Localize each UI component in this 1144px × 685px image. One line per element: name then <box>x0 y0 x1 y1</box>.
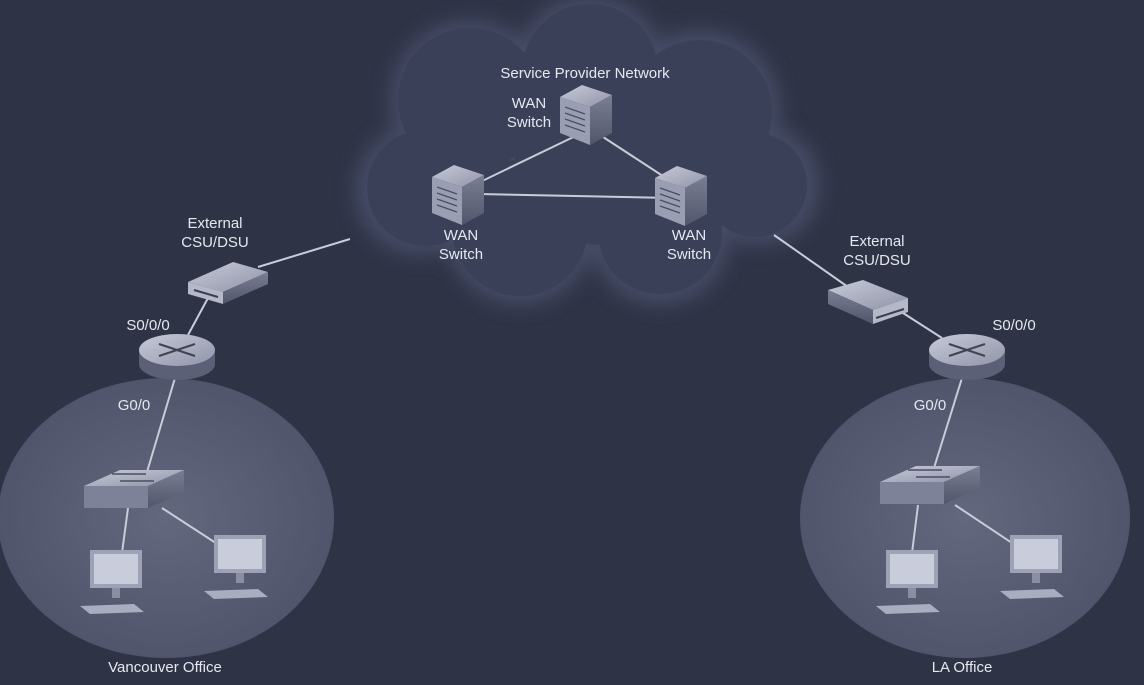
wan-switch-right-line1: WAN <box>671 227 707 244</box>
link-la-switch-pc1 <box>911 504 919 554</box>
la-serial-interface: S0/0/0 <box>992 317 1036 334</box>
link-vancouver-switch-pc1 <box>121 507 129 554</box>
la-pc1-icon <box>876 550 940 614</box>
vancouver-pc2-icon <box>204 535 268 599</box>
wan-switch-left-icon <box>432 165 484 225</box>
la-office-label: LA Office <box>931 659 993 676</box>
link-vancouver-router-switch <box>146 377 176 473</box>
wan-switch-left-line1: WAN <box>443 227 479 244</box>
vancouver-router-icon <box>139 334 215 380</box>
la-csu-line2: CSU/DSU <box>843 252 911 269</box>
wan-switch-right-label: WAN Switch <box>656 226 722 264</box>
link-la-csu-cloud <box>773 234 859 295</box>
wan-switch-right-icon <box>655 166 707 226</box>
la-gig-interface: G0/0 <box>913 397 947 414</box>
vancouver-office-label: Vancouver Office <box>108 659 222 676</box>
link-la-csu-router <box>902 312 943 339</box>
la-lan-area <box>800 378 1130 658</box>
vancouver-gig-interface: G0/0 <box>117 397 151 414</box>
la-csu-line1: External <box>849 233 905 250</box>
link-vancouver-switch-pc2 <box>161 507 223 548</box>
la-csu-dsu-icon <box>828 280 908 324</box>
wan-switch-top-line1: WAN <box>511 95 547 112</box>
wan-switch-left-label: WAN Switch <box>428 226 494 264</box>
link-wan-left-right <box>477 193 673 199</box>
link-vancouver-csu-router <box>187 297 209 336</box>
wan-switch-top-icon <box>560 85 612 145</box>
vancouver-csu-line2: CSU/DSU <box>181 234 249 251</box>
la-lan-switch-icon <box>880 466 980 504</box>
wan-switch-left-line2: Switch <box>438 246 484 263</box>
link-la-switch-pc2 <box>954 504 1019 548</box>
link-vancouver-csu-cloud <box>257 238 351 268</box>
link-wan-top-left <box>477 129 589 184</box>
vancouver-pc1-icon <box>80 550 144 614</box>
vancouver-csu-label: External CSU/DSU <box>170 214 260 252</box>
la-router-icon <box>929 334 1005 380</box>
vancouver-serial-interface: S0/0/0 <box>126 317 170 334</box>
vancouver-csu-line1: External <box>187 215 243 232</box>
link-la-router-switch <box>933 377 963 469</box>
links <box>121 129 1019 554</box>
wan-switch-top-label: WAN Switch <box>496 94 562 132</box>
wan-switch-top-line2: Switch <box>506 114 552 131</box>
vancouver-lan-area <box>0 378 334 658</box>
service-provider-cloud <box>355 0 820 305</box>
cloud-label: Service Provider Network <box>500 65 670 82</box>
la-pc2-icon <box>1000 535 1064 599</box>
link-wan-top-right <box>599 134 673 183</box>
wan-switch-right-line2: Switch <box>666 246 712 263</box>
vancouver-csu-dsu-icon <box>188 262 268 304</box>
la-csu-label: External CSU/DSU <box>832 232 922 270</box>
vancouver-lan-switch-icon <box>84 470 184 508</box>
